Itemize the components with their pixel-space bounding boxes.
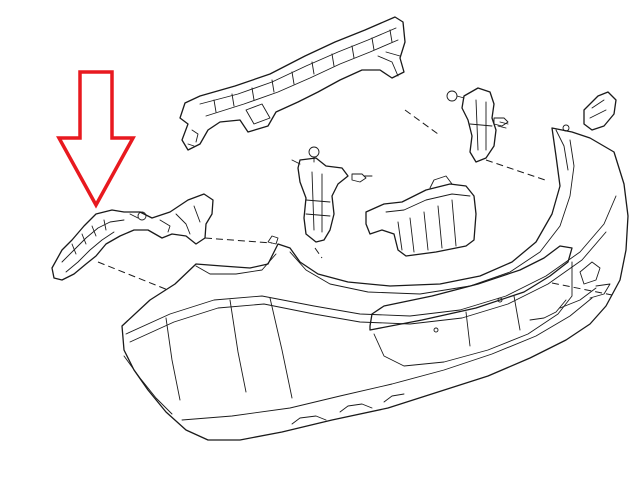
plate-bracket bbox=[365, 175, 477, 257]
arrow-down-icon bbox=[56, 70, 136, 209]
right-corner-bracket bbox=[583, 91, 617, 131]
upper-bumper-beam bbox=[179, 16, 406, 151]
right-bracket bbox=[446, 87, 509, 163]
left-side-bracket bbox=[51, 193, 214, 281]
rear-bumper-cover bbox=[121, 127, 629, 441]
fasteners bbox=[267, 121, 570, 245]
center-bracket bbox=[291, 146, 367, 243]
alignment-lines bbox=[97, 109, 613, 296]
